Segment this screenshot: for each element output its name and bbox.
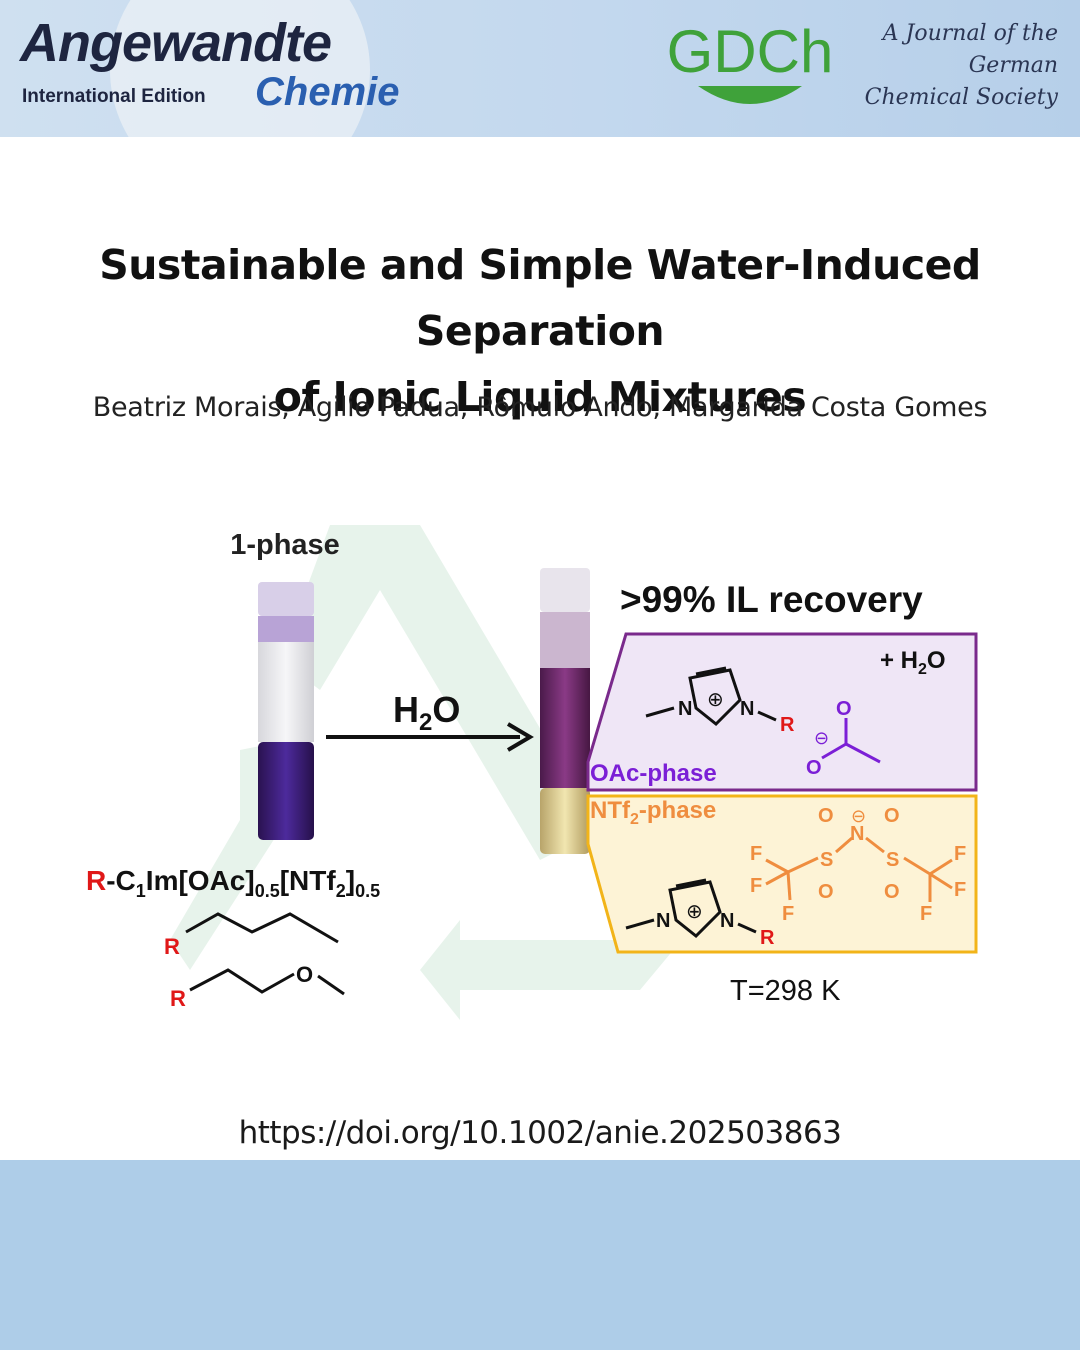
- journal-tagline: A Journal of the German Chemical Society: [858, 18, 1058, 114]
- vial2-ntf2-layer: [540, 788, 590, 854]
- recovery-label: >99% IL recovery: [620, 579, 923, 620]
- ntf2-f-4: F: [954, 843, 966, 865]
- ntf2-n: N: [850, 823, 864, 845]
- side-chains: [185, 912, 345, 996]
- tagline-line-2: German: [968, 53, 1058, 78]
- chain-r-1: R: [164, 934, 180, 959]
- vial1-cap: [258, 582, 314, 616]
- gdch-logo-bowl: [698, 86, 802, 104]
- imidazolium-cation-bottom: [625, 878, 757, 939]
- ntf2-o-2: O: [884, 805, 900, 827]
- atom-n-3: N: [656, 910, 670, 932]
- journal-subname: Chemie: [255, 70, 400, 114]
- gdch-logo-text: GDCh: [667, 18, 834, 85]
- banner-glow: [110, 0, 370, 137]
- ntf2-f-5: F: [954, 879, 966, 901]
- imidazolium-cation-top: [645, 666, 777, 727]
- graphical-abstract: 1-phase H2O >99% IL recovery + H2O OAc-p…: [0, 500, 1080, 1060]
- acetate-o-bottom: O: [806, 757, 822, 779]
- ntf2-f-6: F: [920, 903, 932, 925]
- ionic-liquid-formula: R-C1Im[OAc]0.5[NTf2]0.5: [86, 865, 380, 901]
- recycle-arrow-top: [280, 525, 600, 860]
- footer-band: [0, 1160, 1080, 1350]
- methoxyethyl-chain-a: [189, 968, 295, 994]
- ntf2-o-3: O: [818, 881, 834, 903]
- atom-n-2: N: [740, 698, 754, 720]
- vial1-glass: [258, 642, 314, 742]
- vial1-cap-band: [258, 616, 314, 642]
- temperature-label: T=298 K: [730, 975, 841, 1007]
- vial-two-phases: [540, 568, 590, 854]
- author-list: Beatriz Morais, Agilio Padua, Rômulo And…: [92, 392, 988, 423]
- oac-phase-label: OAc-phase: [590, 760, 717, 787]
- vial-one-phase: [258, 582, 314, 840]
- ntf2-s-1: S: [820, 849, 833, 871]
- journal-banner: Angewandte International Edition Chemie …: [0, 0, 1080, 137]
- ntf2-minus: ⊖: [851, 806, 866, 826]
- acetate-minus: ⊖: [814, 728, 829, 748]
- title-line-1: Sustainable and Simple Water-Induced Sep…: [99, 241, 981, 355]
- ntf2-f-3: F: [782, 903, 794, 925]
- atom-r-top: R: [780, 714, 795, 736]
- chain-o: O: [296, 962, 313, 987]
- doi-link[interactable]: https://doi.org/10.1002/anie.202503863: [238, 1115, 842, 1151]
- paper-title: Sustainable and Simple Water-Induced Sep…: [20, 232, 1060, 430]
- atom-n-4: N: [720, 910, 734, 932]
- vial2-cap: [540, 568, 590, 612]
- ntf2-phase-label: NTf2-phase: [590, 797, 716, 828]
- methoxyethyl-chain-b: [317, 974, 345, 996]
- title-line-2: of Ionic Liquid Mixtures: [273, 373, 807, 421]
- one-phase-label: 1-phase: [230, 529, 340, 561]
- cation-plus-top: ⊕: [707, 689, 724, 711]
- add-water-label: + H2O: [880, 647, 946, 678]
- vial2-upper-band: [540, 612, 590, 668]
- ntf2-o-4: O: [884, 881, 900, 903]
- ntf2-s-2: S: [886, 849, 899, 871]
- journal-name: Angewandte: [20, 13, 332, 73]
- gdch-logo: GDCh: [667, 18, 834, 104]
- tagline-line-1: A Journal of the: [882, 21, 1058, 46]
- butyl-chain: [185, 912, 339, 944]
- ntf2-anion: [765, 836, 953, 902]
- vial2-oac-layer: [540, 668, 590, 788]
- vial1-liquid: [258, 742, 314, 840]
- ntf2-f-1: F: [750, 843, 762, 865]
- arrow-water-label: H2O: [393, 689, 460, 736]
- abstract-figure: 1-phase H2O >99% IL recovery + H2O OAc-p…: [86, 525, 978, 1020]
- cation-plus-bottom: ⊕: [686, 901, 703, 923]
- acetate-anion: [821, 718, 881, 764]
- journal-edition: International Edition: [22, 86, 206, 107]
- atom-r-bottom: R: [760, 927, 775, 949]
- separation-arrow-head: [506, 722, 534, 752]
- ntf2-o-1: O: [818, 805, 834, 827]
- chain-r-2: R: [170, 986, 186, 1011]
- acetate-o-top: O: [836, 698, 852, 720]
- atom-n-1: N: [678, 698, 692, 720]
- oac-phase-box: [586, 632, 978, 792]
- ntf2-f-2: F: [750, 875, 762, 897]
- tagline-line-3: Chemical Society: [864, 85, 1058, 110]
